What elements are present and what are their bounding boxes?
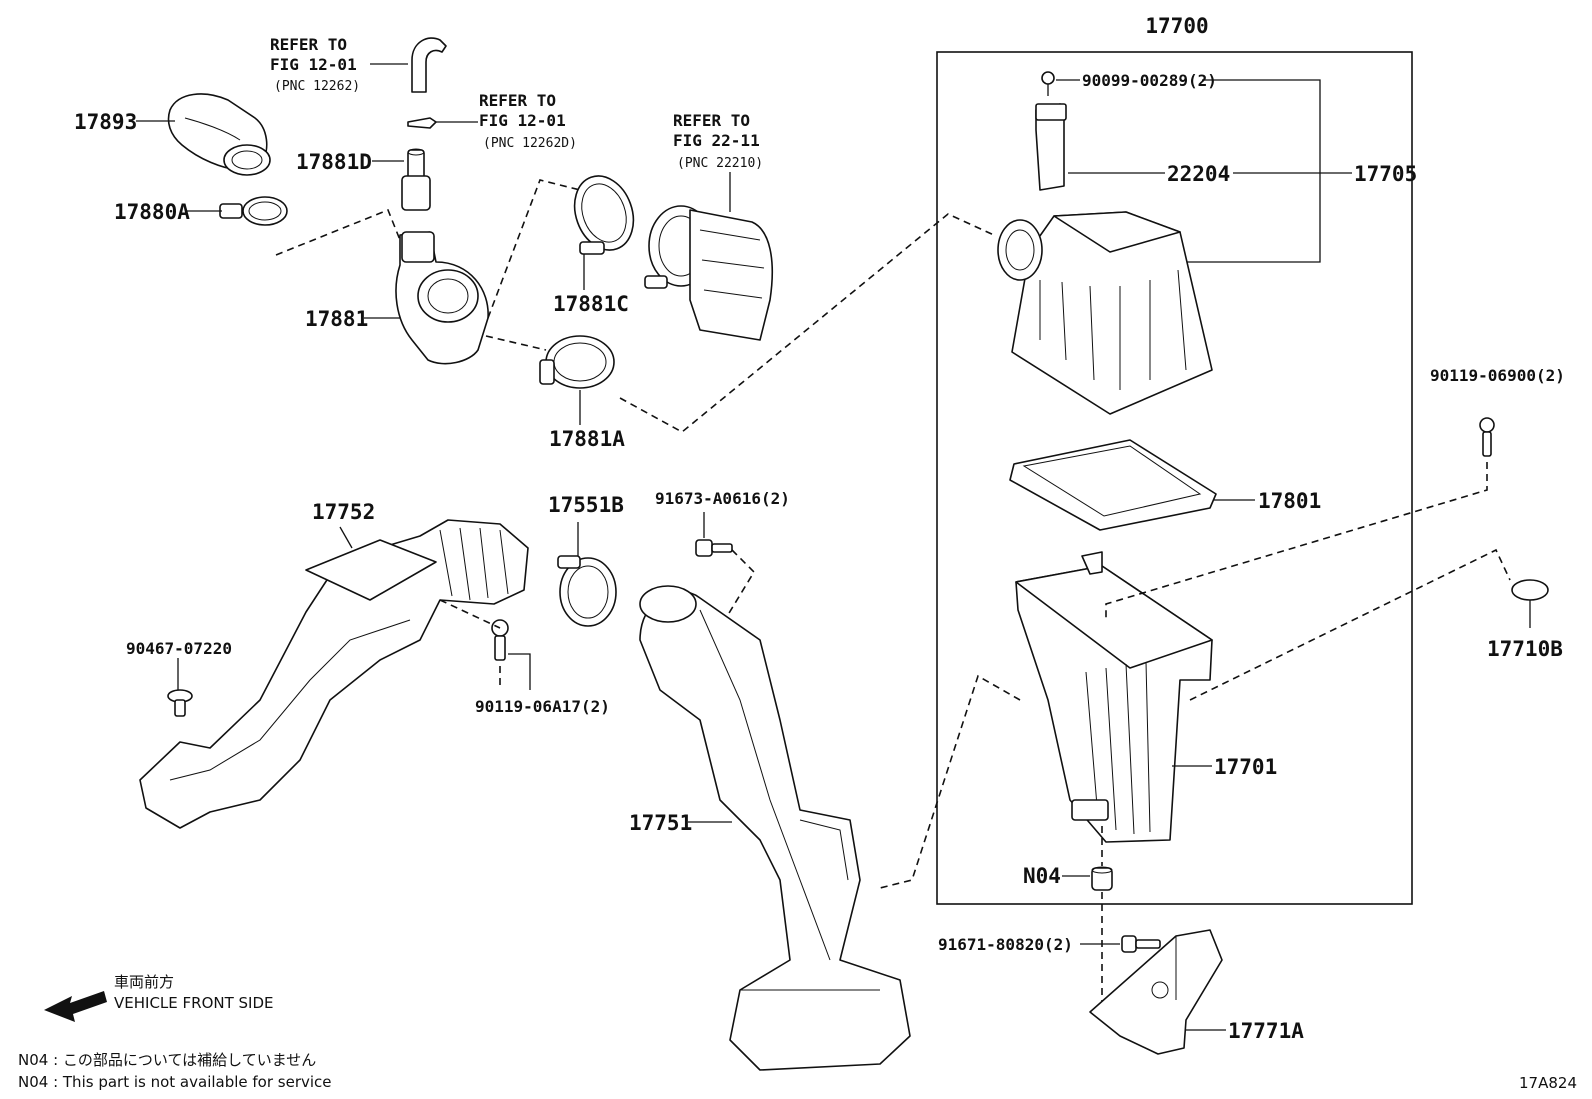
elbow-17881-drawing (395, 231, 489, 365)
label-22204: 22204 (1167, 162, 1230, 186)
orientation-en: VEHICLE FRONT SIDE (114, 994, 274, 1012)
bracket-17771A-drawing (1089, 929, 1223, 1055)
ref-12262D-line2: FIG 12-01 (479, 111, 566, 130)
label-17881D: 17881D (296, 150, 372, 174)
throttle-body-drawing (644, 205, 773, 341)
label-17881A: 17881A (549, 427, 625, 451)
nipple-17881D-drawing (401, 148, 431, 211)
sensor-22204-drawing (1035, 103, 1067, 191)
ref-12262-line3: (PNC 12262) (274, 79, 360, 94)
intake-cap-17893-drawing (167, 93, 271, 176)
label-17881: 17881 (305, 307, 368, 331)
ref-22210-line1: REFER TO (673, 111, 750, 130)
ref-12262D-line1: REFER TO (479, 91, 556, 110)
diagram-id: 17A824 (1519, 1074, 1577, 1092)
bolt-91673-drawing (695, 539, 733, 557)
label-17701: 17701 (1214, 755, 1277, 779)
label-90467: 90467-07220 (126, 639, 232, 658)
hose-clamp-17880A-drawing (219, 196, 288, 226)
label-N04: N04 (1023, 864, 1061, 888)
ref-hose-drawing (411, 37, 447, 93)
ref-22210-line3: (PNC 22210) (677, 156, 763, 171)
label-91671: 91671-80820(2) (938, 935, 1073, 954)
clip-90467-drawing (167, 689, 193, 717)
label-17771A: 17771A (1228, 1019, 1304, 1043)
grommet-N04-drawing (1091, 866, 1113, 891)
front-arrow-icon (44, 991, 107, 1022)
ref-12262-line2: FIG 12-01 (270, 55, 357, 74)
air-cleaner-assembly-box (936, 51, 1413, 905)
plug-17710B-drawing (1511, 579, 1549, 628)
bolt-91671-drawing (1121, 935, 1161, 953)
label-17710B: 17710B (1487, 637, 1563, 661)
label-91673: 91673-A0616(2) (655, 489, 790, 508)
air-cleaner-cap-17705-drawing (997, 211, 1213, 415)
label-17705: 17705 (1354, 162, 1417, 186)
label-17551B: 17551B (548, 493, 624, 517)
label-17752: 17752 (312, 500, 375, 524)
label-17893: 17893 (74, 110, 137, 134)
clamp-17881C-drawing (573, 175, 635, 255)
clamp-17881A-drawing (539, 335, 615, 389)
filter-element-17801-drawing (1009, 439, 1217, 531)
ref-12262-line1: REFER TO (270, 35, 347, 54)
clamp-17551B-drawing (557, 555, 617, 627)
orientation-jp: 車両前方 (114, 973, 174, 991)
label-17880A: 17880A (114, 200, 190, 224)
inlet-duct-17752-drawing (139, 519, 529, 829)
box-label-17700: 17700 (1145, 14, 1208, 38)
ref-12262D-line3: (PNC 12262D) (483, 136, 577, 151)
label-17881C: 17881C (553, 292, 629, 316)
note-jp: N04 : この部品については補給していません (18, 1051, 316, 1069)
label-17751: 17751 (629, 811, 692, 835)
label-90119-06900: 90119-06900(2) (1430, 366, 1565, 385)
label-90099: 90099-00289(2) (1082, 71, 1217, 90)
screw-90119-06900-drawing (1479, 417, 1495, 457)
air-duct-17751-drawing (639, 585, 911, 1071)
air-cleaner-case-17701-drawing (1015, 551, 1213, 843)
ref-clip-drawing (407, 117, 478, 129)
screw-90099-drawing (1041, 71, 1055, 96)
label-90119-06A17: 90119-06A17(2) (475, 697, 610, 716)
ref-22210-line2: FIG 22-11 (673, 131, 760, 150)
note-en: N04 : This part is not available for ser… (18, 1073, 332, 1091)
label-17801: 17801 (1258, 489, 1321, 513)
